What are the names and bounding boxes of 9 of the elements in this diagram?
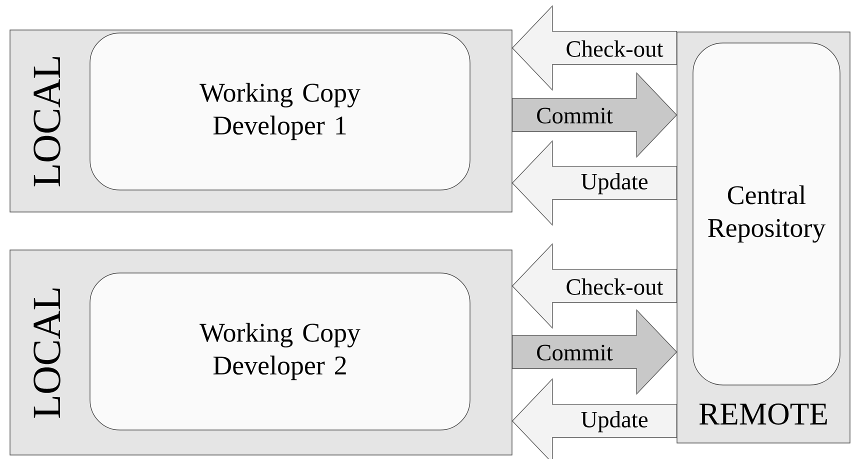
rounded-box: Working Copy Developer 2 [90,272,470,430]
rounded-box: Working Copy Developer 1 [90,32,470,190]
edge-label: Commit [536,107,614,124]
edge-label: Update [580,172,649,195]
edge-label: Update [580,410,649,433]
rounded-box: Central Repository [692,42,840,386]
edge-label: Check-out [565,278,664,296]
edge-label: Commit [536,344,614,362]
edge-label: Check-out [565,40,664,58]
